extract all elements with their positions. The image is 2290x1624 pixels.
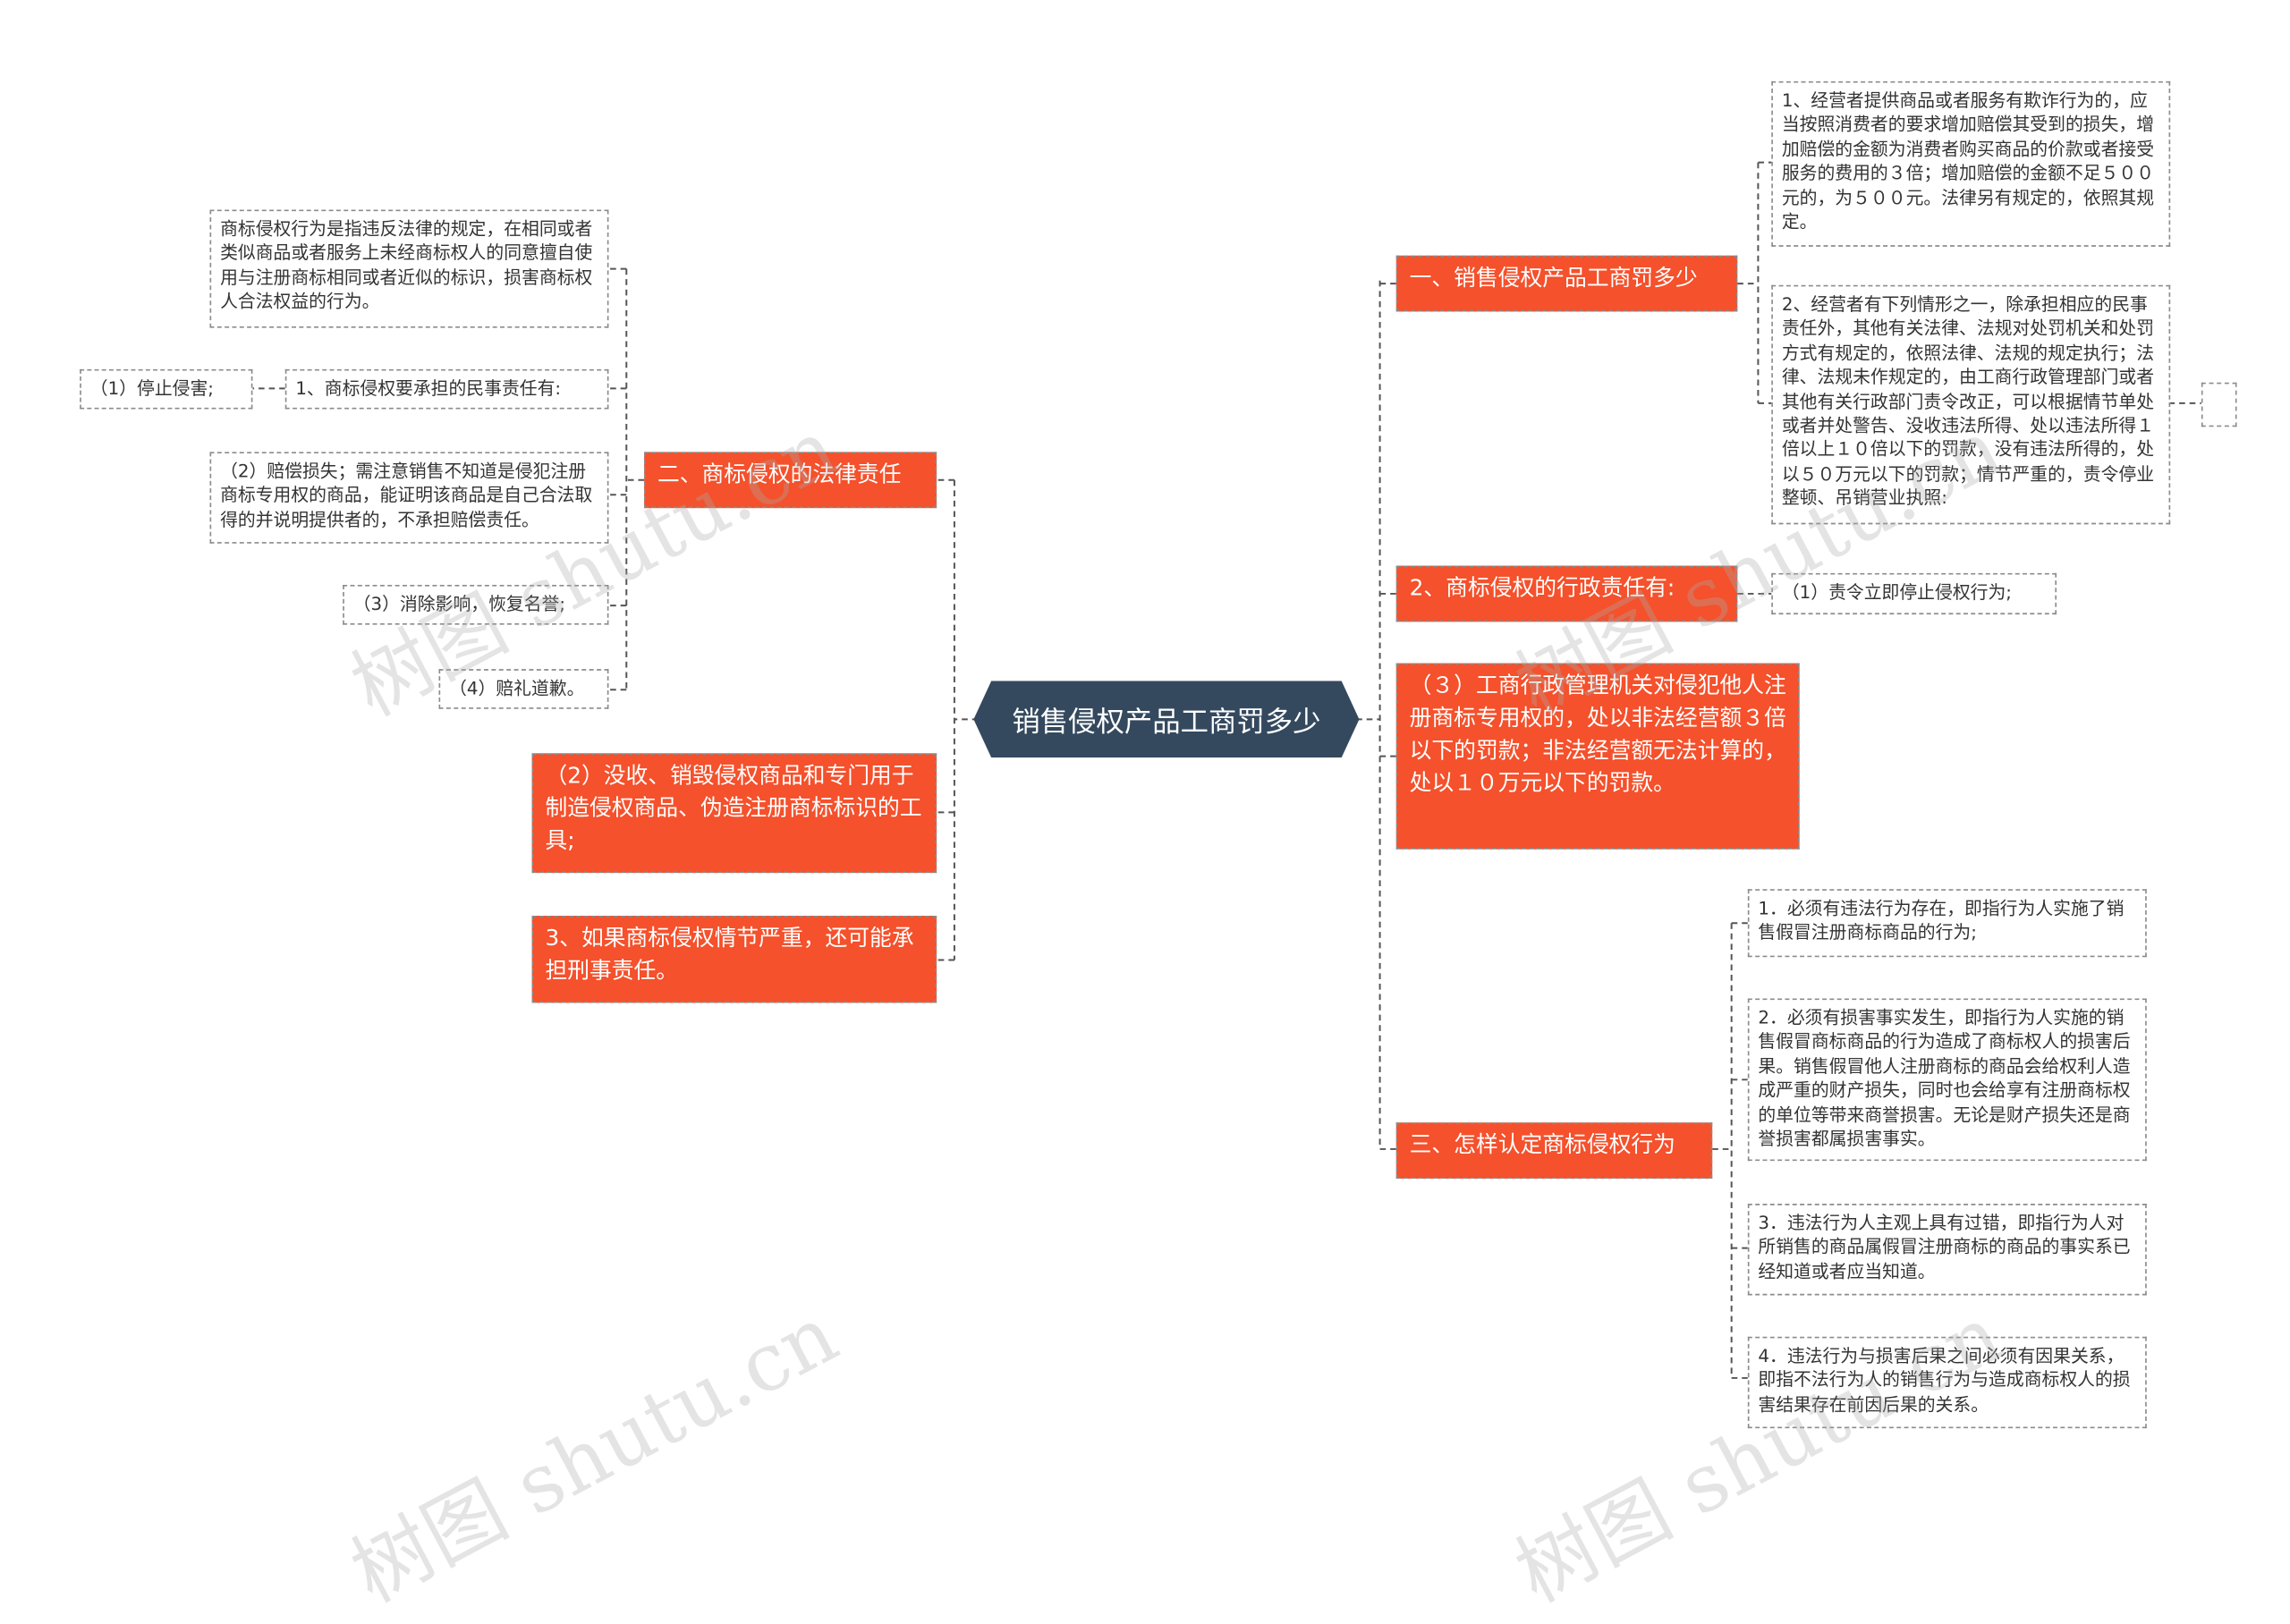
civil-liability-text: 1、商标侵权要承担的民事责任有:	[295, 377, 562, 399]
penalty-rule-2-text: 2、经营者有下列情形之一，除承担相应的民事责任外，其他有关法律、法规对处罚机关和…	[1781, 293, 2155, 509]
branch-legal-liability[interactable]: 二、商标侵权的法律责任	[644, 452, 937, 509]
eliminate-influence-text: （3）消除影响，恢复名誉;	[352, 593, 566, 615]
identify-rule-2-text: 2．必须有损害事实发生，即指行为人实施的销售假冒商标商品的行为造成了商标权人的损…	[1758, 1007, 2131, 1149]
civil-liability-heading[interactable]: 1、商标侵权要承担的民事责任有:	[284, 368, 609, 410]
branch-administrative-label: 2、商标侵权的行政责任有:	[1409, 574, 1675, 602]
eliminate-influence[interactable]: （3）消除影响，恢复名誉;	[343, 585, 609, 625]
identify-rule-4-text: 4．违法行为与损害后果之间必须有因果关系，即指不法行为人的销售行为与造成商标权人…	[1758, 1345, 2131, 1415]
mind-map: 销售侵权产品工商罚多少 二、商标侵权的法律责任 商标侵权行为是指违反法律的规定，…	[80, 80, 2237, 1620]
definition-text: 商标侵权行为是指违反法律的规定，在相同或者类似商品或者服务上未经商标权人的同意擅…	[220, 218, 593, 312]
admin-fine-node[interactable]: （３）工商行政管理机关对侵犯他人注册商标专用权的，处以非法经营额３倍以下的罚款；…	[1395, 663, 1800, 850]
admin-stop-text: （1）责令立即停止侵权行为;	[1781, 581, 2012, 603]
compensation-note[interactable]: （2）赔偿损失；需注意销售不知道是侵犯注册商标专用权的商品，能证明该商品是自己合…	[209, 452, 609, 544]
identify-rule-1-text: 1．必须有违法行为存在，即指行为人实施了销售假冒注册商标商品的行为;	[1758, 898, 2125, 943]
compensation-text: （2）赔偿损失；需注意销售不知道是侵犯注册商标专用权的商品，能证明该商品是自己合…	[220, 461, 593, 530]
central-topic[interactable]: 销售侵权产品工商罚多少	[973, 681, 1359, 757]
branch-administrative[interactable]: 2、商标侵权的行政责任有:	[1395, 565, 1738, 622]
penalty-rule-2[interactable]: 2、经营者有下列情形之一，除承担相应的民事责任外，其他有关法律、法规对处罚机关和…	[1771, 284, 2171, 525]
criminal-liability-node[interactable]: 3、如果商标侵权情节严重，还可能承担刑事责任。	[531, 915, 937, 1003]
admin-fine-text: （３）工商行政管理机关对侵犯他人注册商标专用权的，处以非法经营额３倍以下的罚款；…	[1409, 672, 1786, 797]
branch-legal-liability-label: 二、商标侵权的法律责任	[657, 461, 902, 488]
identify-rule-4[interactable]: 4．违法行为与损害后果之间必须有因果关系，即指不法行为人的销售行为与造成商标权人…	[1747, 1336, 2147, 1429]
identify-rule-3-text: 3．违法行为人主观上具有过错，即指行为人对所销售的商品属假冒注册商标的商品的事实…	[1758, 1212, 2131, 1282]
branch-identify[interactable]: 三、怎样认定商标侵权行为	[1395, 1122, 1713, 1179]
confiscate-node[interactable]: （2）没收、销毁侵权商品和专门用于制造侵权商品、伪造注册商标标识的工具;	[531, 753, 937, 874]
penalty-rule-1-text: 1、经营者提供商品或者服务有欺诈行为的，应当按照消费者的要求增加赔偿其受到的损失…	[1781, 89, 2155, 233]
penalty-rule-1[interactable]: 1、经营者提供商品或者服务有欺诈行为的，应当按照消费者的要求增加赔偿其受到的损失…	[1771, 80, 2171, 247]
branch-penalty[interactable]: 一、销售侵权产品工商罚多少	[1395, 255, 1738, 312]
stop-infringement[interactable]: （1）停止侵害;	[80, 368, 253, 410]
branch-penalty-label: 一、销售侵权产品工商罚多少	[1409, 264, 1698, 292]
branch-identify-label: 三、怎样认定商标侵权行为	[1409, 1131, 1675, 1158]
stop-infringement-text: （1）停止侵害;	[89, 377, 214, 399]
empty-child-node[interactable]	[2201, 382, 2237, 427]
connector-lines	[252, 161, 2201, 1379]
identify-rule-2[interactable]: 2．必须有损害事实发生，即指行为人实施的销售假冒商标商品的行为造成了商标权人的损…	[1747, 998, 2147, 1162]
central-topic-label: 销售侵权产品工商罚多少	[1012, 705, 1321, 738]
criminal-liability-text: 3、如果商标侵权情节严重，还可能承担刑事责任。	[545, 924, 914, 984]
confiscate-text: （2）没收、销毁侵权商品和专门用于制造侵权商品、伪造注册商标标识的工具;	[545, 762, 922, 854]
definition-note[interactable]: 商标侵权行为是指违反法律的规定，在相同或者类似商品或者服务上未经商标权人的同意擅…	[209, 209, 609, 328]
apology-text: （4）赔礼道歉。	[449, 678, 585, 699]
apology[interactable]: （4）赔礼道歉。	[438, 669, 609, 709]
admin-stop[interactable]: （1）责令立即停止侵权行为;	[1771, 572, 2057, 615]
identify-rule-3[interactable]: 3．违法行为人主观上具有过错，即指行为人对所销售的商品属假冒注册商标的商品的事实…	[1747, 1204, 2147, 1296]
identify-rule-1[interactable]: 1．必须有违法行为存在，即指行为人实施了销售假冒注册商标商品的行为;	[1747, 889, 2147, 958]
